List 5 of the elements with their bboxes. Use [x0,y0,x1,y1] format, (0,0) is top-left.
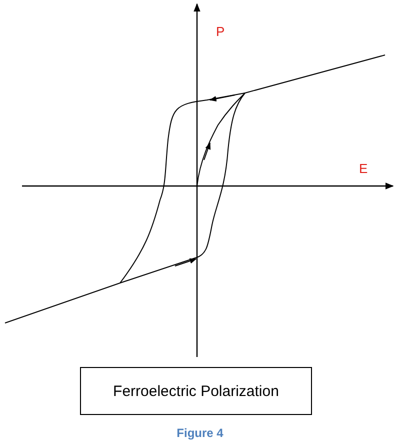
caption-box [80,367,312,415]
axis-label: E [359,162,368,176]
figure-caption: Figure 4 [176,426,224,440]
box-text: Ferroelectric Polarization [113,382,279,400]
axis-label: P [216,25,225,39]
